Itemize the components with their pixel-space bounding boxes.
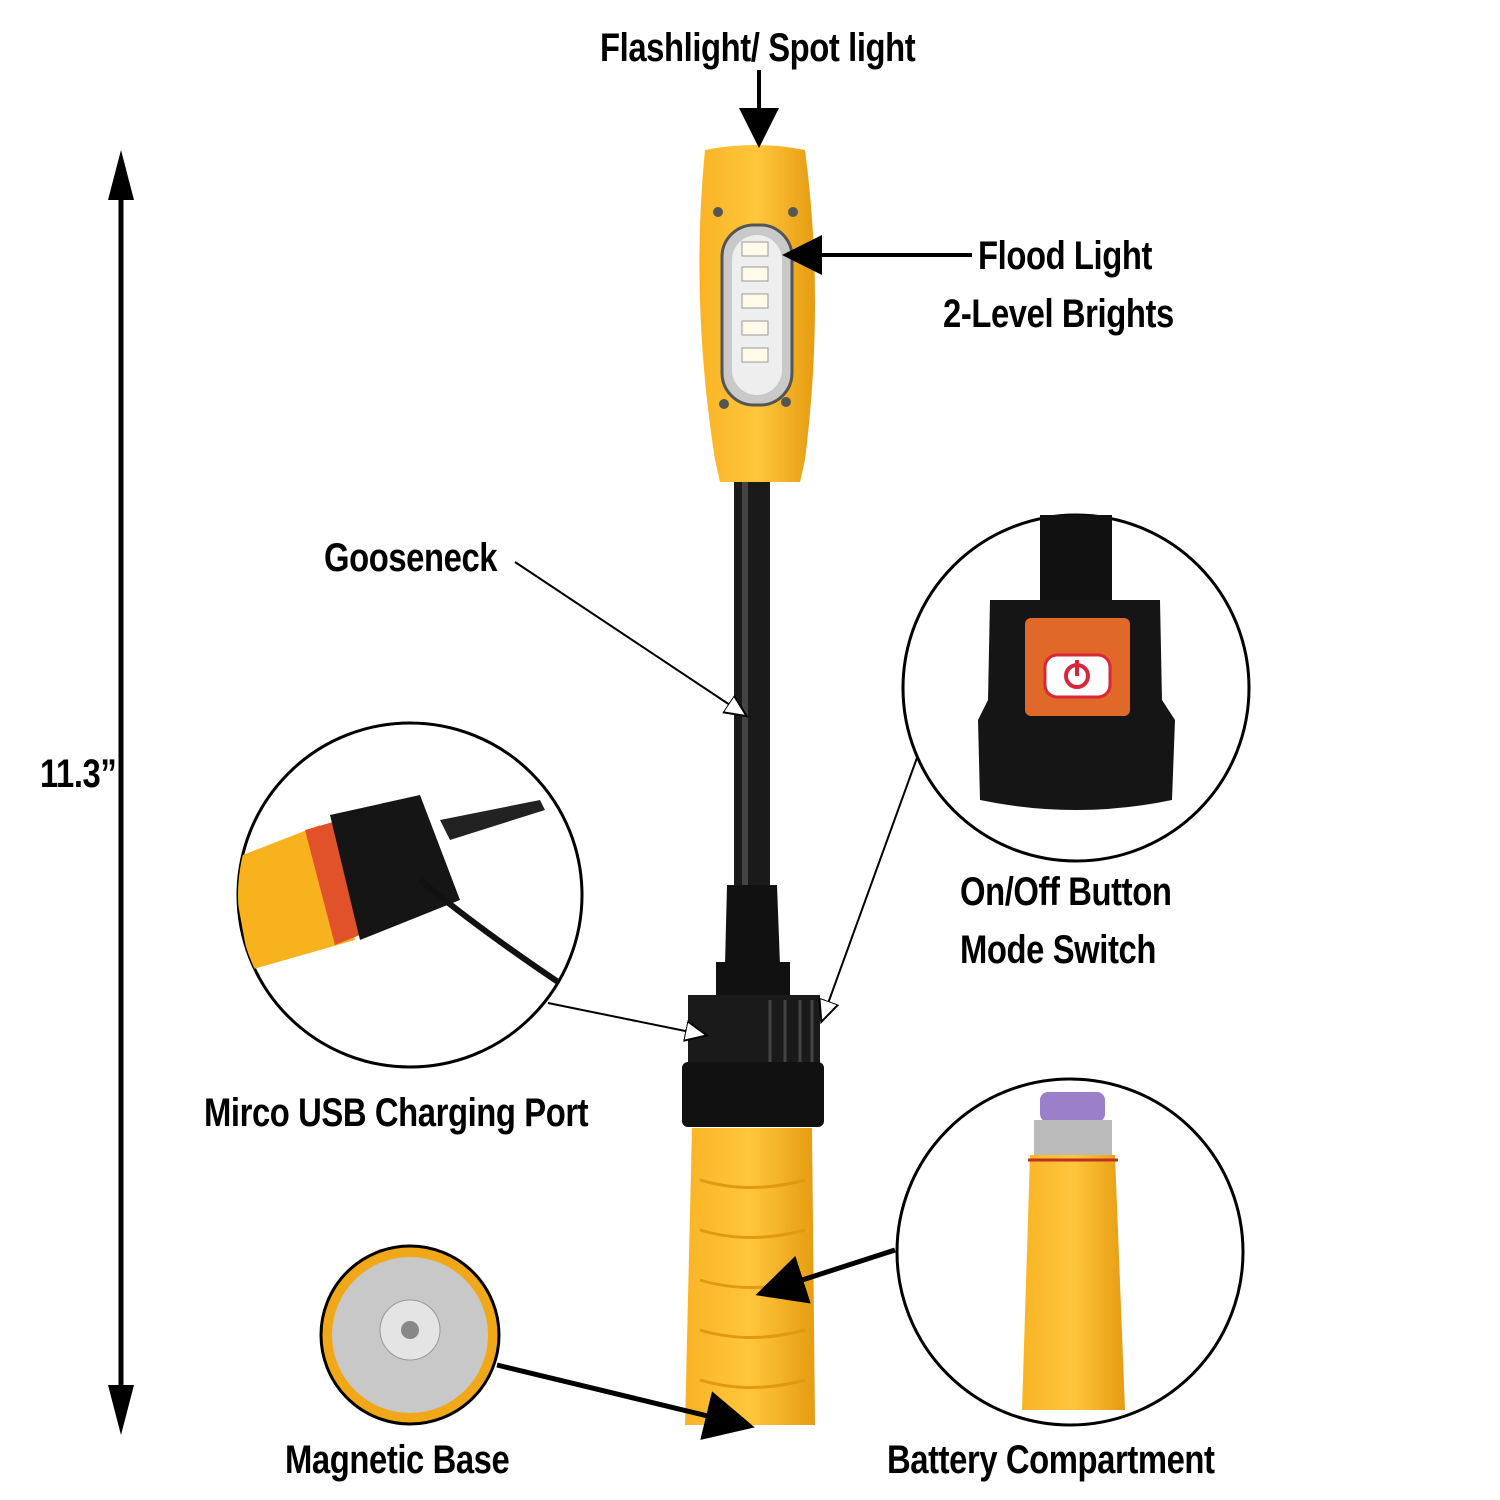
usb-arrow	[547, 1002, 705, 1035]
switch-housing	[682, 885, 824, 1127]
battery-arrow	[755, 1247, 896, 1304]
usb-port-label: Mirco USB Charging Port	[204, 1091, 589, 1135]
on-off-detail-circle	[901, 513, 1251, 863]
flashlight-label: Flashlight/ Spot light	[600, 26, 916, 70]
flashlight-head	[699, 145, 815, 482]
gooseneck-label: Gooseneck	[324, 536, 498, 580]
on-off-arrow	[822, 754, 919, 1020]
height-label: 11.3”	[40, 752, 117, 796]
mode-switch-label: Mode Switch	[960, 928, 1156, 972]
battery-label: Battery Compartment	[887, 1438, 1215, 1482]
usb-detail-circle	[236, 721, 584, 1069]
brightness-label: 2-Level Brights	[943, 292, 1174, 336]
height-dimension-arrow	[108, 150, 134, 1435]
flood-light-label: Flood Light	[978, 234, 1153, 278]
gooseneck	[734, 482, 770, 887]
on-off-label: On/Off Button	[960, 870, 1172, 914]
gooseneck-arrow	[514, 561, 745, 715]
magnetic-base-arrow	[496, 1362, 755, 1440]
battery-handle	[685, 1128, 815, 1425]
magnetic-base-detail-circle	[319, 1244, 501, 1426]
battery-detail-circle	[895, 1077, 1245, 1427]
magnetic-base-label: Magnetic Base	[285, 1438, 510, 1482]
